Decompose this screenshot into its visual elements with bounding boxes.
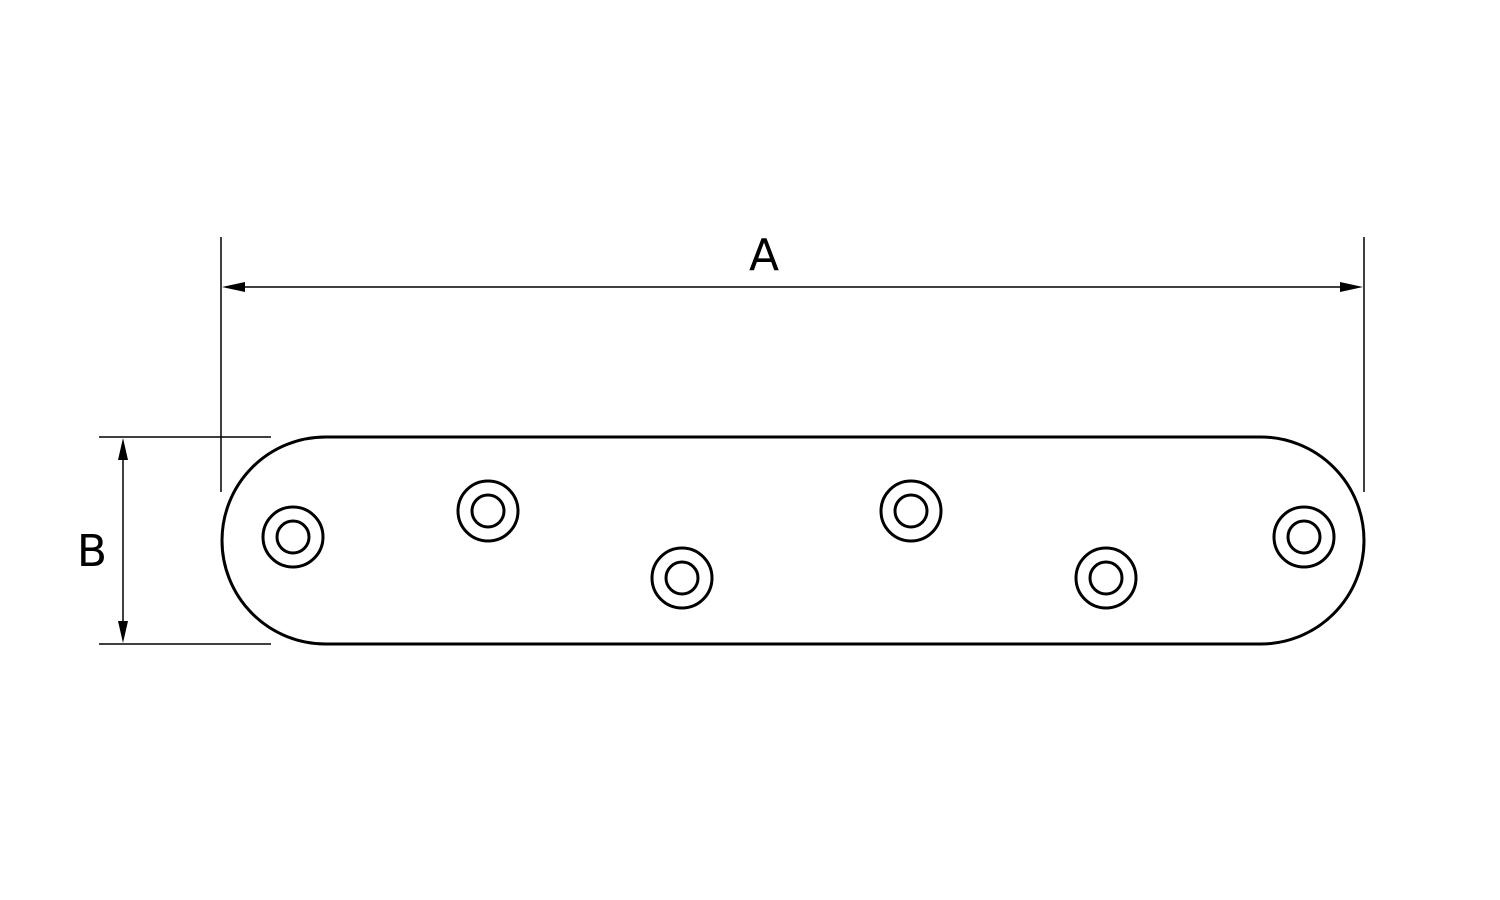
screw-hole: [1074, 546, 1138, 610]
hole-countersink: [1272, 505, 1336, 569]
hole-bore: [470, 493, 506, 529]
plate-outline: [220, 435, 1366, 646]
hole-countersink: [879, 479, 943, 543]
arrowhead-b-top: [118, 438, 128, 460]
screw-hole: [1272, 505, 1336, 569]
dimension-b: B: [77, 436, 271, 645]
arrowhead-a-right: [1340, 282, 1363, 292]
dimension-a-label: A: [749, 230, 779, 281]
arrowhead-b-bottom: [118, 621, 128, 643]
hole-bore: [1088, 560, 1124, 596]
screw-hole: [650, 546, 714, 610]
screw-hole: [261, 505, 325, 569]
hole-bore: [275, 519, 311, 555]
dimension-a: A: [220, 230, 1365, 492]
hole-countersink: [1074, 546, 1138, 610]
screw-hole: [879, 479, 943, 543]
arrowhead-a-left: [222, 282, 245, 292]
screw-hole: [456, 479, 520, 543]
dimension-b-label: B: [77, 526, 107, 577]
hole-countersink: [261, 505, 325, 569]
hole-countersink: [456, 479, 520, 543]
hole-bore: [893, 493, 929, 529]
screw-holes: [261, 479, 1336, 610]
hole-bore: [1286, 519, 1322, 555]
hole-countersink: [650, 546, 714, 610]
hole-bore: [664, 560, 700, 596]
